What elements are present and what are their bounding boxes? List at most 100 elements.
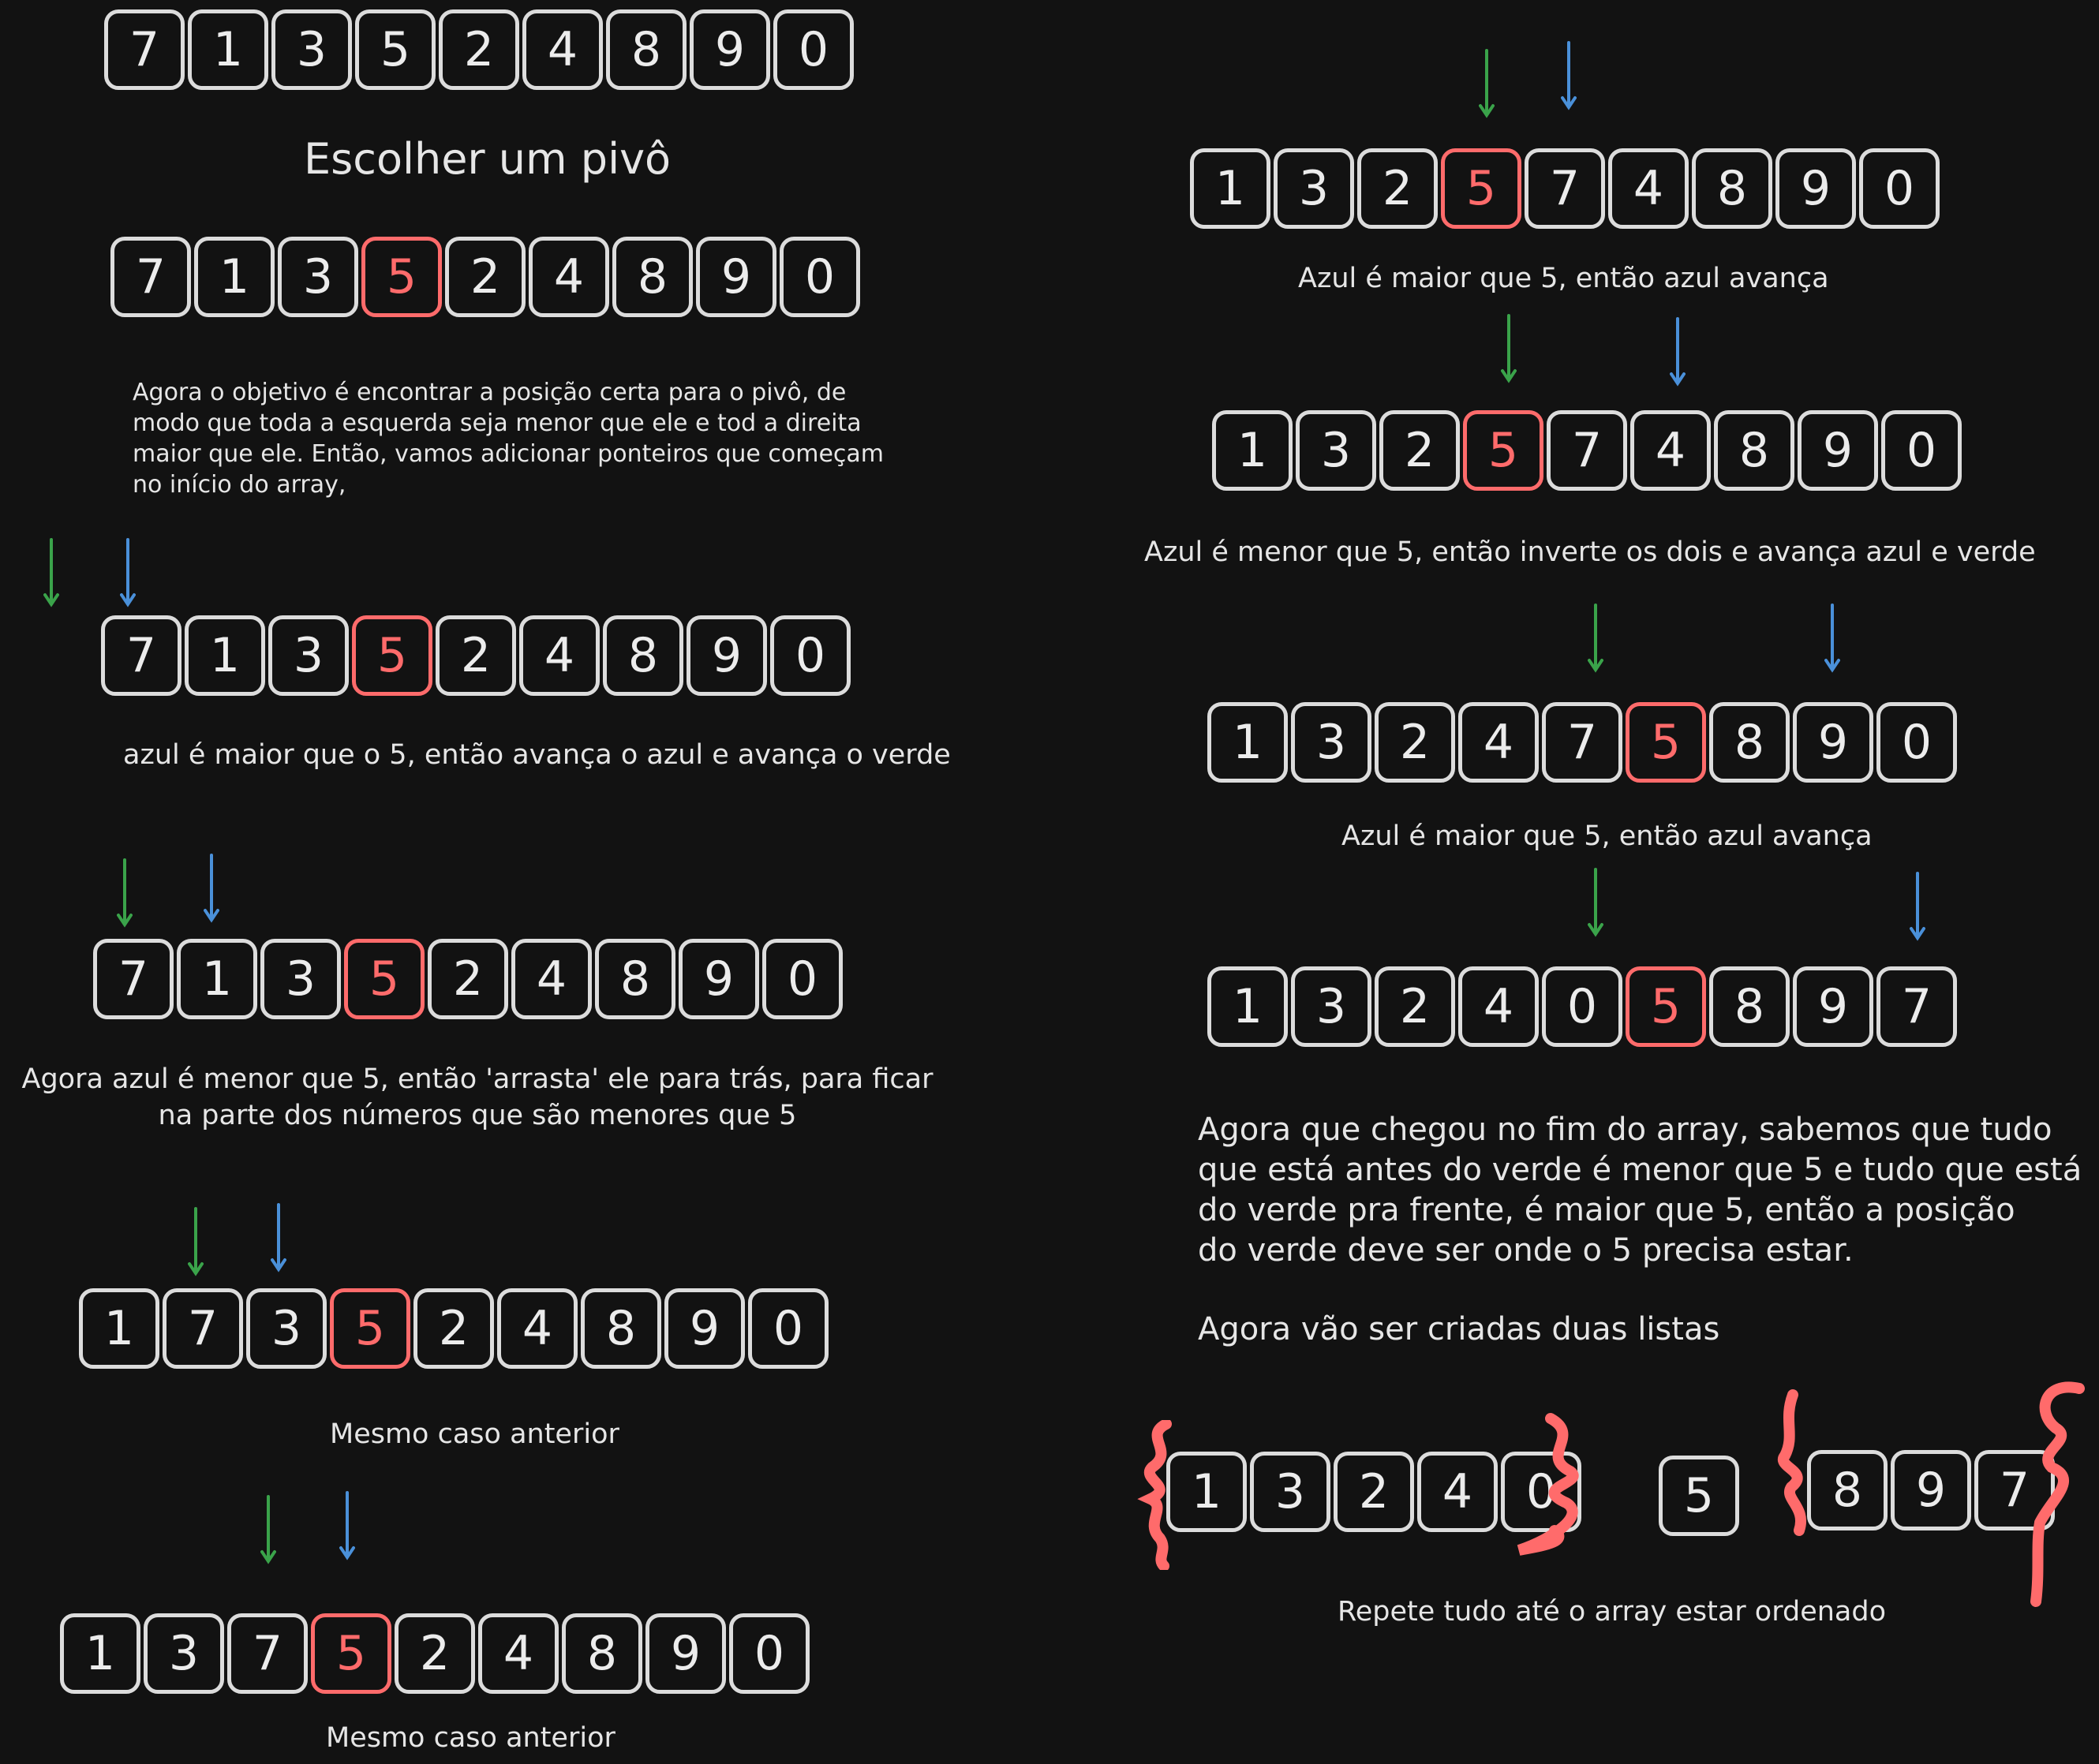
- array-cell: 2: [1379, 410, 1460, 491]
- array-cell: 9: [645, 1613, 726, 1694]
- array-cell: 2: [1334, 1452, 1414, 1532]
- array-cell: 8: [1807, 1450, 1888, 1530]
- array-cell: 1: [194, 237, 275, 317]
- array-cell: 0: [1542, 966, 1622, 1047]
- step-2-text: Agora azul é menor que 5, então 'arrasta…: [21, 1063, 934, 1131]
- array-cell: 4: [519, 615, 600, 696]
- pivot-cell: 5: [330, 1288, 410, 1369]
- array-cell: 8: [612, 237, 693, 317]
- array-cell: 7: [227, 1613, 308, 1694]
- array-cell: 2: [1357, 148, 1438, 229]
- array-cell: 3: [1291, 702, 1371, 783]
- step-1-text: azul é maior que o 5, então avança o azu…: [123, 739, 951, 771]
- array-cell: 7: [110, 237, 191, 317]
- array-cell: 9: [679, 939, 759, 1019]
- array-cell: 0: [762, 939, 843, 1019]
- array-cell: 8: [581, 1288, 661, 1369]
- right-text-3: Azul é maior que 5, então azul avança: [1341, 820, 1873, 852]
- array-cell: 5: [355, 9, 436, 90]
- blue-pointer-arrow: [120, 538, 136, 607]
- array-cell: 4: [529, 237, 609, 317]
- array-cell: 7: [1876, 966, 1957, 1047]
- blue-pointer-arrow: [1561, 41, 1577, 110]
- array-cell: 0: [1881, 410, 1962, 491]
- green-pointer-arrow: [260, 1495, 276, 1564]
- array-cell: 7: [1525, 148, 1605, 229]
- blue-pointer-arrow: [204, 854, 219, 923]
- right-list-open-brace-scribble: [1778, 1389, 1806, 1536]
- array-cell: 2: [1375, 966, 1455, 1047]
- array-cell: 3: [1274, 148, 1354, 229]
- array-cell: 7: [1974, 1450, 2055, 1530]
- array-cell: 4: [1458, 702, 1539, 783]
- array-cell: 9: [1793, 702, 1873, 783]
- array-cell: 1: [177, 939, 257, 1019]
- array-cell: 2: [445, 237, 526, 317]
- green-pointer-arrow: [1501, 314, 1517, 383]
- array-cell: 0: [1859, 148, 1940, 229]
- page-title: Escolher um pivô: [304, 134, 672, 184]
- same-case-1: Mesmo caso anterior: [330, 1418, 619, 1450]
- blue-pointer-arrow: [1824, 604, 1840, 673]
- array-cell: 9: [1775, 148, 1856, 229]
- array-cell: 8: [1709, 966, 1790, 1047]
- pivot-cell: 5: [311, 1613, 391, 1694]
- array-cell: 8: [1714, 410, 1794, 491]
- green-pointer-arrow: [43, 538, 59, 607]
- array-cell: 2: [1375, 702, 1455, 783]
- array-cell: 7: [1542, 702, 1622, 783]
- array-cell: 1: [185, 615, 265, 696]
- pivot-cell: 5: [361, 237, 442, 317]
- right-list-close-brace-scribble: [2030, 1381, 2085, 1607]
- array-cell: 2: [428, 939, 508, 1019]
- repeat-text: Repete tudo até o array estar ordenado: [1338, 1596, 1886, 1628]
- array-cell: 9: [1798, 410, 1878, 491]
- array-cell: 0: [780, 237, 860, 317]
- array-cell: 1: [60, 1613, 140, 1694]
- array-cell: 9: [687, 615, 767, 696]
- left-brace-scribble: [1137, 1420, 1172, 1570]
- array-cell: 2: [413, 1288, 494, 1369]
- array-cell: 3: [278, 237, 358, 317]
- array-cell: 9: [690, 9, 770, 90]
- array-cell: 4: [522, 9, 603, 90]
- green-pointer-arrow: [1588, 604, 1603, 673]
- right-text-1: Azul é maior que 5, então azul avança: [1298, 263, 1829, 294]
- array-cell: 9: [1891, 1450, 1971, 1530]
- array-cell: 2: [436, 615, 516, 696]
- array-cell: 4: [1630, 410, 1711, 491]
- array-cell: 3: [1250, 1452, 1330, 1532]
- pivot-cell: 5: [344, 939, 425, 1019]
- array-cell: 4: [478, 1613, 559, 1694]
- array-cell: 1: [1190, 148, 1270, 229]
- array-cell: 8: [1692, 148, 1772, 229]
- array-cell: 2: [395, 1613, 475, 1694]
- array-cell: 1: [1207, 702, 1288, 783]
- pivot-cell: 5: [1441, 148, 1521, 229]
- pivot-single-cell: 5: [1659, 1456, 1739, 1536]
- blue-pointer-arrow: [271, 1203, 286, 1273]
- array-cell: 7: [93, 939, 174, 1019]
- pivot-cell: 5: [1463, 410, 1543, 491]
- array-cell: 0: [729, 1613, 810, 1694]
- blue-pointer-arrow: [1910, 872, 1925, 941]
- array-cell: 8: [562, 1613, 642, 1694]
- array-cell: 1: [1207, 966, 1288, 1047]
- green-pointer-arrow: [188, 1207, 204, 1276]
- green-pointer-arrow: [1588, 868, 1603, 937]
- blue-pointer-arrow: [339, 1491, 355, 1560]
- array-cell: 3: [268, 615, 349, 696]
- array-cell: 8: [603, 615, 683, 696]
- array-cell: 1: [1212, 410, 1293, 491]
- left-list-close-brace-scribble: [1517, 1413, 1579, 1556]
- array-cell: 3: [260, 939, 341, 1019]
- array-cell: 2: [439, 9, 519, 90]
- right-text-2: Azul é menor que 5, então inverte os doi…: [1144, 536, 2036, 568]
